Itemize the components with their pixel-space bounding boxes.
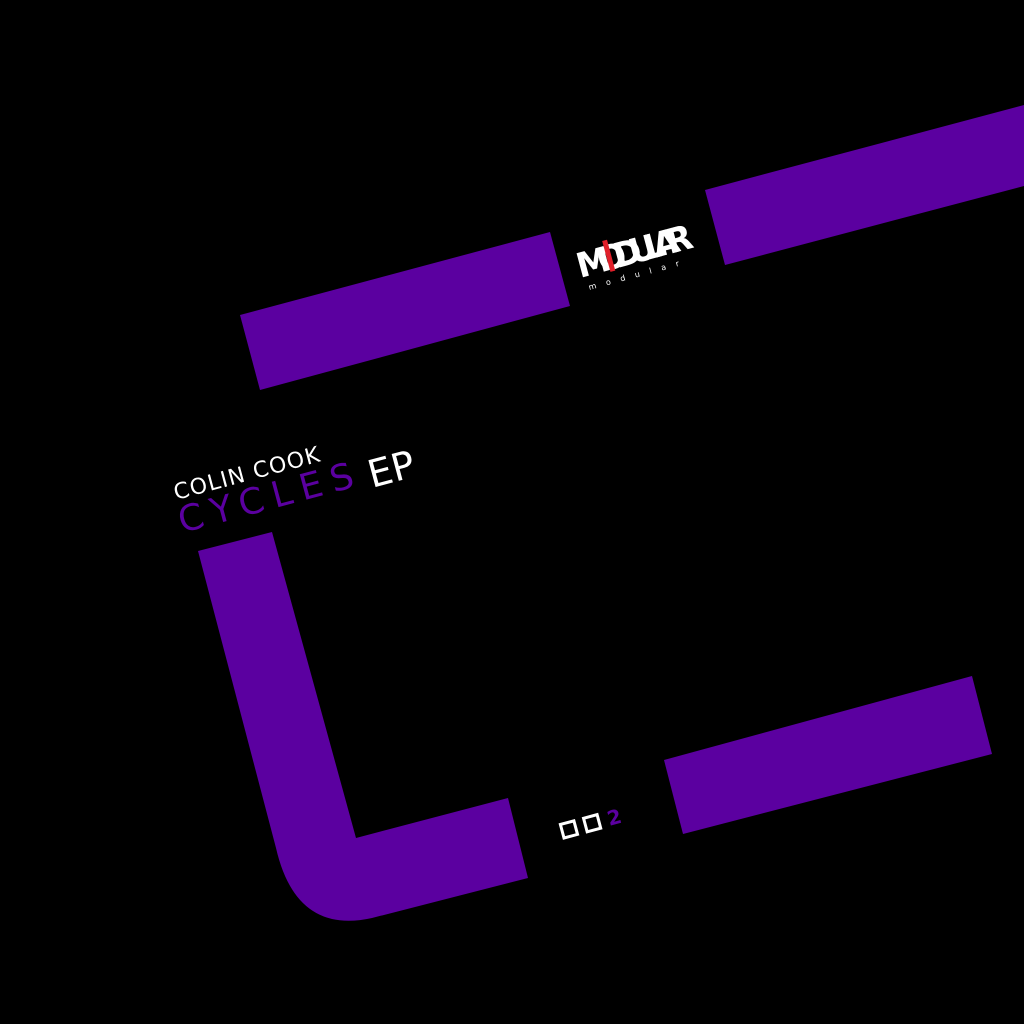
purple-bar-bottom-right <box>664 676 992 834</box>
catalog-number: 2 <box>558 804 624 840</box>
release-format: EP <box>363 442 420 497</box>
catalog-digit-0 <box>581 812 603 834</box>
purple-l-shape <box>198 532 528 921</box>
label-logo: MODULAR modular <box>572 217 698 292</box>
catalog-digit-0 <box>558 819 580 840</box>
catalog-digit-2: 2 <box>604 804 624 831</box>
logo-red-accent <box>602 239 616 272</box>
purple-bar-top-right <box>705 105 1024 265</box>
purple-bar-top-left <box>240 232 570 390</box>
